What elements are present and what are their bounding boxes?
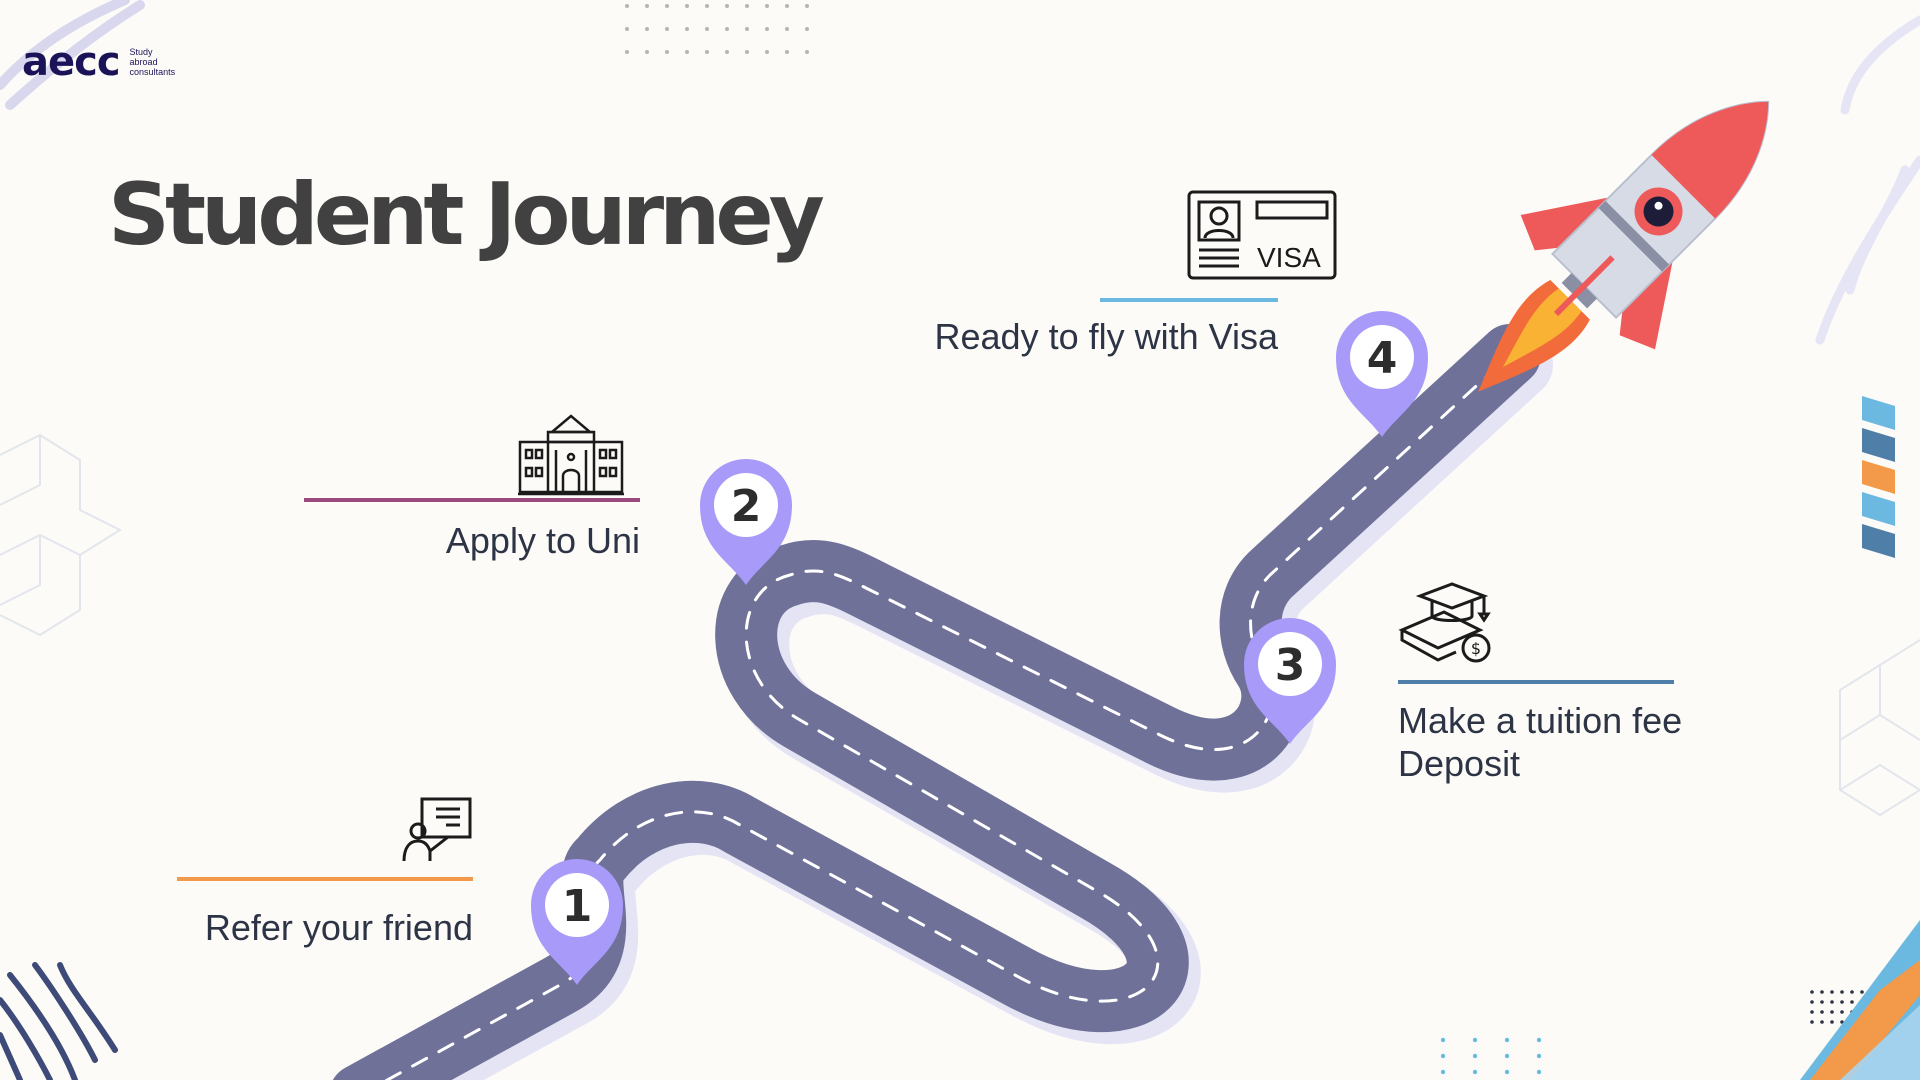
decoration-dot [1820, 1020, 1824, 1024]
decoration-dot [805, 50, 809, 54]
graduation-money-icon: $ [1398, 582, 1498, 670]
geometric-decoration [0, 433, 123, 637]
decoration-dot [1504, 1069, 1510, 1075]
decoration-dot [1504, 1037, 1510, 1043]
decoration-dot [1840, 1010, 1844, 1014]
stripe-2 [1862, 428, 1895, 462]
scribble-decoration [0, 0, 145, 110]
dot-grid-decoration [1810, 990, 1864, 1024]
decoration-dot [1810, 990, 1814, 994]
decoration-dot [1536, 1053, 1542, 1059]
decoration-dot [625, 27, 629, 31]
decoration-dot [1440, 1053, 1446, 1059]
svg-text:$: $ [1471, 639, 1481, 658]
decoration-dot [1840, 1000, 1844, 1004]
scribble-decoration [1815, 15, 1920, 345]
decoration-dot [1820, 1000, 1824, 1004]
step-2-label: Apply to Uni [445, 520, 640, 561]
decoration-dot [1830, 1000, 1834, 1004]
dot-grid-decoration [625, 4, 809, 54]
brand-logo[interactable]: aecc Study abroad consultants [22, 42, 175, 82]
corner-decoration [1800, 920, 1920, 1080]
step-3-label: Make a tuition fee Deposit [1398, 699, 1718, 785]
decoration-dot [765, 27, 769, 31]
stripe-3 [1862, 460, 1895, 494]
decoration-dot [1472, 1053, 1478, 1059]
decoration-dot [785, 50, 789, 54]
step-2-divider [304, 498, 640, 502]
decoration-dot [1860, 990, 1864, 994]
decoration-dot [1440, 1037, 1446, 1043]
decoration-dot [705, 50, 709, 54]
decoration-dot [1820, 990, 1824, 994]
visa-text: VISA [1257, 242, 1321, 273]
decoration-dot [1850, 990, 1854, 994]
page-title: Student Journey [108, 165, 825, 265]
decoration-dot [1536, 1037, 1542, 1043]
decoration-dot [685, 50, 689, 54]
decoration-dot [665, 4, 669, 8]
decoration-dot [1472, 1069, 1478, 1075]
geometric-decoration [1839, 639, 1920, 817]
decoration-dot [645, 4, 649, 8]
stripe-5 [1862, 524, 1895, 558]
decoration-dot [685, 27, 689, 31]
brand-tagline: Study abroad consultants [129, 47, 176, 77]
decoration-dot [1536, 1069, 1542, 1075]
decoration-dot [805, 27, 809, 31]
decoration-dot [765, 4, 769, 8]
decoration-dot [645, 27, 649, 31]
university-icon [518, 410, 624, 496]
decoration-dot [745, 50, 749, 54]
decoration-dot [785, 27, 789, 31]
decoration-dot [1810, 1010, 1814, 1014]
dot-grid-decoration [1440, 1037, 1542, 1075]
scribble-decoration [0, 962, 118, 1080]
decoration-dot [665, 27, 669, 31]
decoration-dot [725, 50, 729, 54]
decoration-dot [1472, 1037, 1478, 1043]
step-4-label: Ready to fly with Visa [934, 316, 1279, 357]
decoration-dot [1820, 1010, 1824, 1014]
stripe-4 [1862, 492, 1895, 526]
presentation-icon [402, 795, 474, 867]
step-3-label-line1: Make a tuition fee [1398, 700, 1683, 741]
decoration-dot [705, 4, 709, 8]
decoration-dot [1810, 1000, 1814, 1004]
decoration-dot [625, 4, 629, 8]
brand-wordmark: aecc [22, 39, 121, 85]
decoration-dot [725, 27, 729, 31]
decoration-dot [1810, 1020, 1814, 1024]
step-4-divider [1100, 298, 1278, 302]
decoration-dot [1830, 990, 1834, 994]
decoration-dot [1830, 1010, 1834, 1014]
step-1-label: Refer your friend [204, 907, 473, 948]
decoration-dot [745, 27, 749, 31]
decoration-dot [625, 50, 629, 54]
decoration-dot [805, 4, 809, 8]
decoration-dot [645, 50, 649, 54]
rocket-icon [1478, 100, 1770, 392]
decoration-dot [745, 4, 749, 8]
visa-card-icon: VISA [1187, 190, 1337, 280]
step-3-label-line2: Deposit [1398, 743, 1521, 785]
decoration-dot [1504, 1053, 1510, 1059]
stripe-decoration [1862, 396, 1895, 558]
step-1-divider [177, 877, 473, 881]
decoration-dot [1440, 1069, 1446, 1075]
decoration-dot [665, 50, 669, 54]
decoration-dot [785, 4, 789, 8]
decoration-dot [1850, 1000, 1854, 1004]
decoration-dot [1830, 1020, 1834, 1024]
step-3-divider [1398, 680, 1674, 684]
decoration-dot [1840, 990, 1844, 994]
decoration-dot [705, 27, 709, 31]
decoration-dot [685, 4, 689, 8]
decoration-dot [765, 50, 769, 54]
stripe-1 [1862, 396, 1895, 430]
decoration-dot [725, 4, 729, 8]
